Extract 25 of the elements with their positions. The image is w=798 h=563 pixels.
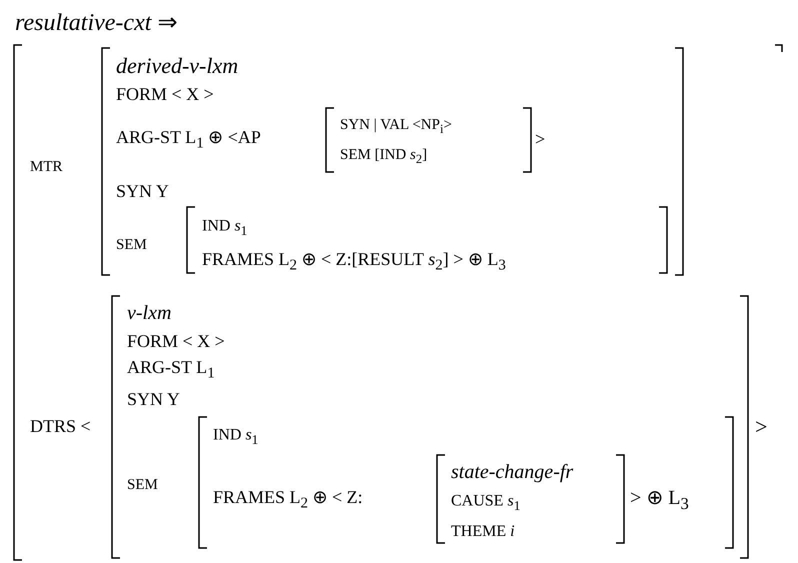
type-name: derived-v-lxm	[116, 54, 238, 78]
feature-value-pair: THEME i	[451, 523, 515, 541]
feature-name: DTRS <	[30, 417, 91, 437]
angle-bracket: >	[755, 414, 768, 440]
feature-value-pair: FRAMES L$_{2}$ ⊕ < Z:	[213, 488, 363, 512]
type-name: v-lxm	[127, 302, 172, 324]
angle-bracket: >	[535, 130, 546, 150]
feature-value-pair: SYN Y	[127, 390, 180, 410]
feature-name: MTR	[30, 158, 63, 176]
feature-value-pair: FORM < X >	[127, 332, 225, 352]
feature-value-pair: SEM [IND s$_{2}$]	[340, 147, 428, 167]
feature-value-pair: SYN | VAL <NP$_{i}$>	[340, 117, 452, 137]
feature-value-pair: ARG-ST L$_{1}$ ⊕ <AP	[116, 128, 261, 152]
feature-value-pair: FRAMES L$_{2}$ ⊕ < Z:[RESULT s$_{2}$] > ⊕ L$_{3}$	[202, 250, 506, 274]
feature-value-pair: FORM < X >	[116, 85, 214, 105]
feature-name: SEM	[116, 236, 147, 254]
feature-value-pair: CAUSE s$_{1}$	[451, 492, 520, 514]
type-name: state-change-fr	[451, 461, 574, 483]
feature-value-pair: IND s$_{1}$	[202, 218, 248, 238]
feature-value-pair: SYN Y	[116, 182, 169, 202]
feature-value-pair: ARG-ST L$_{1}$	[127, 358, 215, 382]
feature-value-pair: IND s$_{1}$	[213, 426, 258, 448]
feature-name: SEM	[127, 476, 158, 494]
title: resultative-cxt ⇒	[15, 9, 178, 37]
feature-value-pair: > ⊕ L$_{3}$	[630, 486, 689, 514]
